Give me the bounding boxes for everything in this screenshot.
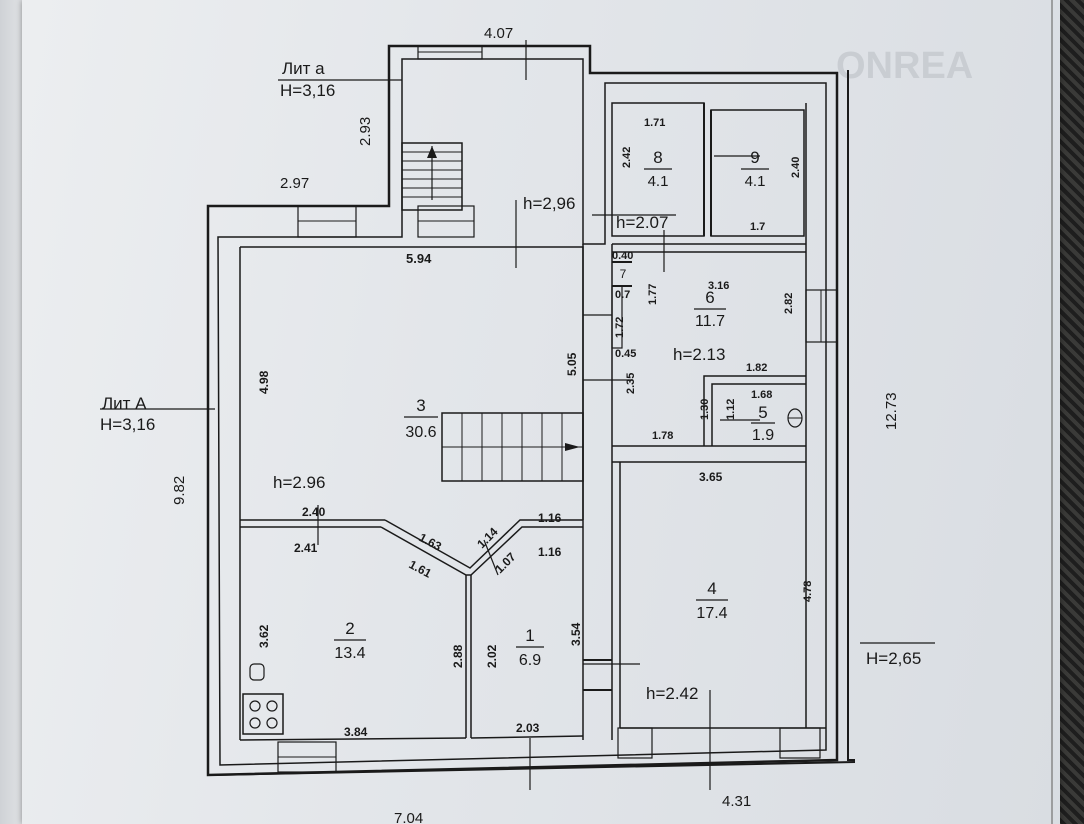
dim-r7-bottom: 0.45 <box>615 348 636 360</box>
ceiling-height-r6: h=2.13 <box>673 345 725 364</box>
dim-r5-inner-top: 1.68 <box>751 389 772 401</box>
dim-r8-left: 2.42 <box>621 147 633 168</box>
room-5-number: 5 <box>758 403 767 422</box>
dim-r5-bottom: 1.78 <box>652 430 673 442</box>
right-outer-line <box>847 70 855 761</box>
dim-top-extension: 4.07 <box>484 25 513 42</box>
dim-r1-left: 2.02 <box>485 644 499 668</box>
dim-r2-top: 2.40 <box>302 505 326 519</box>
room-4-area: 17.4 <box>696 605 727 622</box>
dim-r6-right: 2.82 <box>783 293 795 314</box>
dim-r3-left: 4.98 <box>257 370 271 394</box>
ceiling-height-r8: h=2.07 <box>616 213 668 232</box>
liter-a-name: Лит а <box>282 59 325 78</box>
dim-r6-inner: 2.35 <box>625 373 637 394</box>
room-1-area: 6.9 <box>519 652 541 669</box>
room-8-area: 4.1 <box>648 173 669 190</box>
dim-r2-inner-top: 2.41 <box>294 541 318 555</box>
outer-height: Н=2,65 <box>866 649 921 668</box>
dim-r9-bottom: 1.7 <box>750 221 765 233</box>
dim-r7-inner: 1.72 <box>614 317 626 338</box>
dim-left-step: 2.97 <box>280 175 309 192</box>
dim-bottom-right: 4.31 <box>722 793 751 810</box>
dim-r2-right: 2.88 <box>451 644 465 668</box>
ceiling-height-r3: h=2.96 <box>273 473 325 492</box>
dim-r5-side1: 1.30 <box>699 399 711 420</box>
dim-r4-top: 3.65 <box>699 470 723 484</box>
dim-r7-side: 1.77 <box>647 284 659 305</box>
dim-r4-right: 4.78 <box>802 581 814 602</box>
dim-r5-side2: 1.12 <box>725 399 737 420</box>
paper-sheet <box>22 0 1060 824</box>
dim-diag3: 1.14 <box>474 524 501 551</box>
dim-r7-top: 0.40 <box>612 250 633 262</box>
dim-r1-right: 3.54 <box>569 622 583 646</box>
dim-r2-bottom: 3.84 <box>344 725 368 739</box>
dim-r8-top: 1.71 <box>644 117 665 129</box>
room-1-number: 1 <box>525 626 534 645</box>
room-5-area: 1.9 <box>752 427 774 444</box>
dim-r7-small: 0.7 <box>615 289 630 301</box>
dim-r2-left: 3.62 <box>257 624 271 648</box>
dim-diag2: 1.61 <box>407 557 434 580</box>
room-9-area: 4.1 <box>745 173 766 190</box>
dim-r1-top1: 1.16 <box>538 511 562 525</box>
dim-ext-left: 2.93 <box>357 117 374 146</box>
dim-overall-left: 9.82 <box>171 476 188 505</box>
dim-r3-top: 5.94 <box>406 251 432 266</box>
dim-r5-top: 1.82 <box>746 362 767 374</box>
window-bottom-r2 <box>779 727 821 759</box>
inner-wall <box>217 58 827 766</box>
dim-overall-right: 12.73 <box>883 392 900 430</box>
room-6-number: 6 <box>705 288 714 307</box>
room-3-number: 3 <box>416 396 425 415</box>
watermark-text: ONREA <box>836 45 973 87</box>
dim-r1-bottom: 2.03 <box>516 721 540 735</box>
room-2-number: 2 <box>345 619 354 638</box>
liter-a-height: Н=3,16 <box>280 81 335 100</box>
dim-overall-bottom: 7.04 <box>394 810 423 824</box>
dim-r6-top: 3.16 <box>708 280 729 292</box>
room-8-number: 8 <box>653 148 662 167</box>
ceiling-height-stair: h=2,96 <box>523 194 575 213</box>
room-3-area: 30.6 <box>405 424 436 441</box>
bottom-outer-line <box>211 761 856 776</box>
room-6-area: 11.7 <box>695 313 725 330</box>
boiler-icon <box>249 663 265 681</box>
room-9-number: 9 <box>750 148 759 167</box>
dim-r3-right: 5.05 <box>565 352 579 376</box>
top-stair <box>401 142 463 211</box>
dim-r1-top2: 1.16 <box>538 545 562 559</box>
room-7-number: 7 <box>620 267 627 281</box>
stove-icon <box>242 693 284 735</box>
liter-A-height: Н=3,16 <box>100 415 155 434</box>
ceiling-height-r4: h=2.42 <box>646 684 698 703</box>
room-4-number: 4 <box>707 579 716 598</box>
window-bottom-r1 <box>617 727 653 759</box>
room-2-area: 13.4 <box>334 645 365 662</box>
dim-r9-right: 2.40 <box>790 157 802 178</box>
liter-A-name: Лит А <box>102 394 147 413</box>
